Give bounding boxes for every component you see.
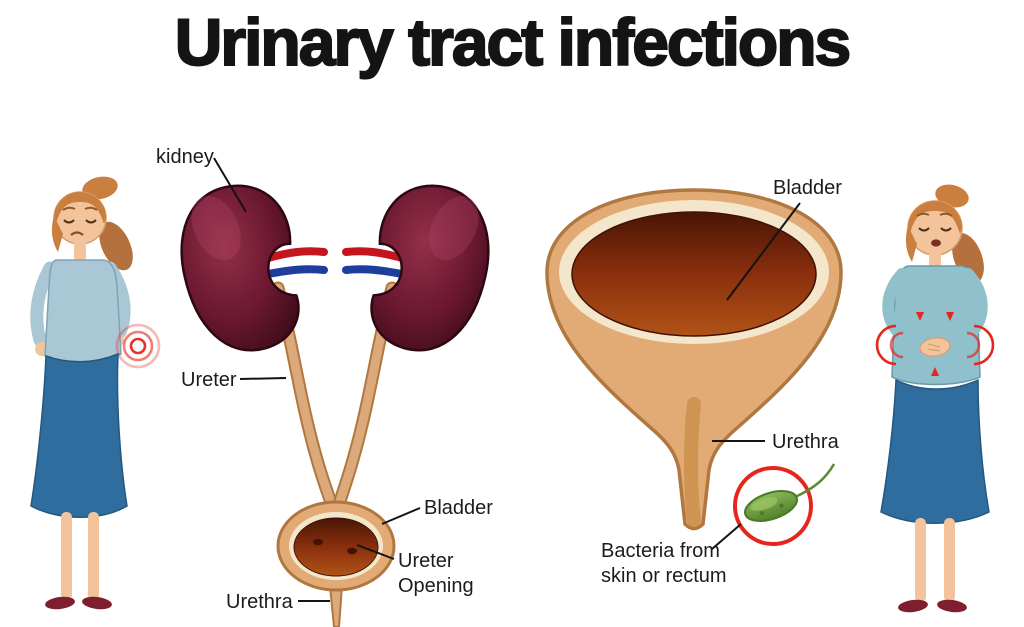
bacterium-dot-1	[779, 503, 784, 508]
right-eye-closed	[940, 227, 952, 232]
torso-top	[891, 265, 981, 386]
closeup-urethra-channel	[684, 397, 701, 527]
right-patient-illustration	[875, 184, 995, 613]
pain-arrow-1	[916, 312, 924, 321]
ureter-label: Ureter	[181, 369, 237, 391]
bladder-small	[276, 500, 396, 627]
bacteria-inset	[733, 463, 836, 546]
kidney-label: kidney	[156, 146, 214, 168]
closeup-urethra-label: Urethra	[772, 431, 840, 453]
left-leg	[915, 518, 926, 602]
ureter-pointer-line	[239, 377, 287, 380]
bladder-closeup-diagram: Bladder Urethra Bacteria from skin or re…	[545, 177, 843, 587]
ponytail	[99, 221, 133, 271]
right-renal-artery	[342, 247, 406, 262]
left-eyebrow	[916, 212, 930, 217]
finger-lines	[927, 343, 941, 352]
right-renal-vein	[342, 265, 406, 278]
right-shoe	[82, 596, 112, 610]
neck	[929, 250, 941, 268]
bacterium-dot-2	[759, 511, 764, 516]
left-shoe	[45, 596, 75, 610]
bacterium	[744, 490, 798, 522]
urethra-tube	[328, 585, 344, 627]
bacterium-highlight	[750, 497, 778, 511]
hair-fringe	[54, 192, 106, 224]
bacteria-label-line2: skin or rectum	[601, 565, 727, 587]
right-leg	[944, 518, 955, 602]
pain-arc-right-inner	[966, 331, 981, 359]
left-eye-closed	[918, 227, 930, 232]
bacteria-pointer-line	[711, 523, 742, 550]
left-eye-closed	[63, 219, 75, 224]
right-leg	[88, 512, 99, 600]
page-title: Urinary tract infections	[174, 4, 853, 80]
frown-mouth	[70, 231, 84, 236]
skirt	[880, 378, 990, 524]
right-eye-closed	[85, 219, 97, 224]
urethra-label: Urethra	[226, 591, 294, 613]
ureter-opening-right	[347, 547, 357, 555]
right-eyebrow	[84, 206, 98, 211]
worried-mouth	[931, 239, 941, 247]
pain-arrow-3	[931, 367, 939, 376]
closeup-labels: Bladder Urethra Bacteria from skin or re…	[601, 177, 842, 587]
bladder-label: Bladder	[424, 497, 493, 519]
left-renal-artery	[264, 247, 328, 262]
pain-arrow-2	[946, 312, 954, 321]
left-kidney-highlight	[191, 195, 241, 260]
urinary-system-diagram: kidney Ureter Bladder Ureter Opening Ure…	[156, 146, 493, 627]
bacteria-flagella	[794, 463, 836, 499]
ureter-opening-left	[313, 538, 323, 546]
left-eyebrow	[62, 206, 76, 211]
right-kidney	[370, 184, 490, 352]
left-kidney	[180, 184, 300, 352]
left-patient-illustration	[30, 176, 161, 610]
pain-arc-right-outer	[973, 324, 995, 366]
torso-top	[44, 259, 122, 363]
right-kidney-highlight	[429, 195, 479, 260]
ureter-opening-label-line2: Opening	[398, 575, 474, 597]
left-arm-sleeve	[30, 261, 57, 347]
skirt	[30, 352, 128, 518]
bladder-pointer-line	[381, 507, 421, 525]
pain-ripple-2	[122, 330, 154, 362]
bladder-interior	[293, 517, 379, 577]
hair-strand	[905, 226, 917, 262]
left-kidney-body	[180, 184, 300, 352]
clasped-hands	[919, 337, 951, 357]
left-leg	[61, 512, 72, 600]
hair-fringe	[908, 201, 962, 234]
pain-arc-left-outer	[875, 324, 897, 366]
pain-arc-left-inner	[889, 331, 904, 359]
right-kidney-body	[370, 184, 490, 352]
left-shoe	[898, 599, 928, 613]
right-shoe	[937, 599, 967, 613]
back-pain-indicator	[115, 323, 161, 369]
right-eyebrow	[939, 212, 953, 217]
pain-ripple-3	[115, 323, 161, 369]
bacteria-label-line1: Bacteria from	[601, 540, 720, 562]
closeup-bladder-pointer-line	[726, 202, 801, 301]
closeup-bladder-interior	[571, 211, 817, 337]
pain-ripple-1	[129, 337, 147, 355]
kidney-pointer-line	[213, 157, 247, 213]
abdominal-pain-indicator	[875, 312, 995, 376]
hair-strand	[51, 216, 63, 252]
left-renal-vein	[264, 265, 328, 278]
closeup-bladder-label: Bladder	[773, 177, 842, 199]
neck	[74, 240, 86, 260]
ureter-opening-pointer-line	[356, 544, 395, 560]
ureter-opening-label-line1: Ureter	[398, 550, 454, 572]
urinary-system-labels: kidney Ureter Bladder Ureter Opening Ure…	[156, 146, 493, 613]
